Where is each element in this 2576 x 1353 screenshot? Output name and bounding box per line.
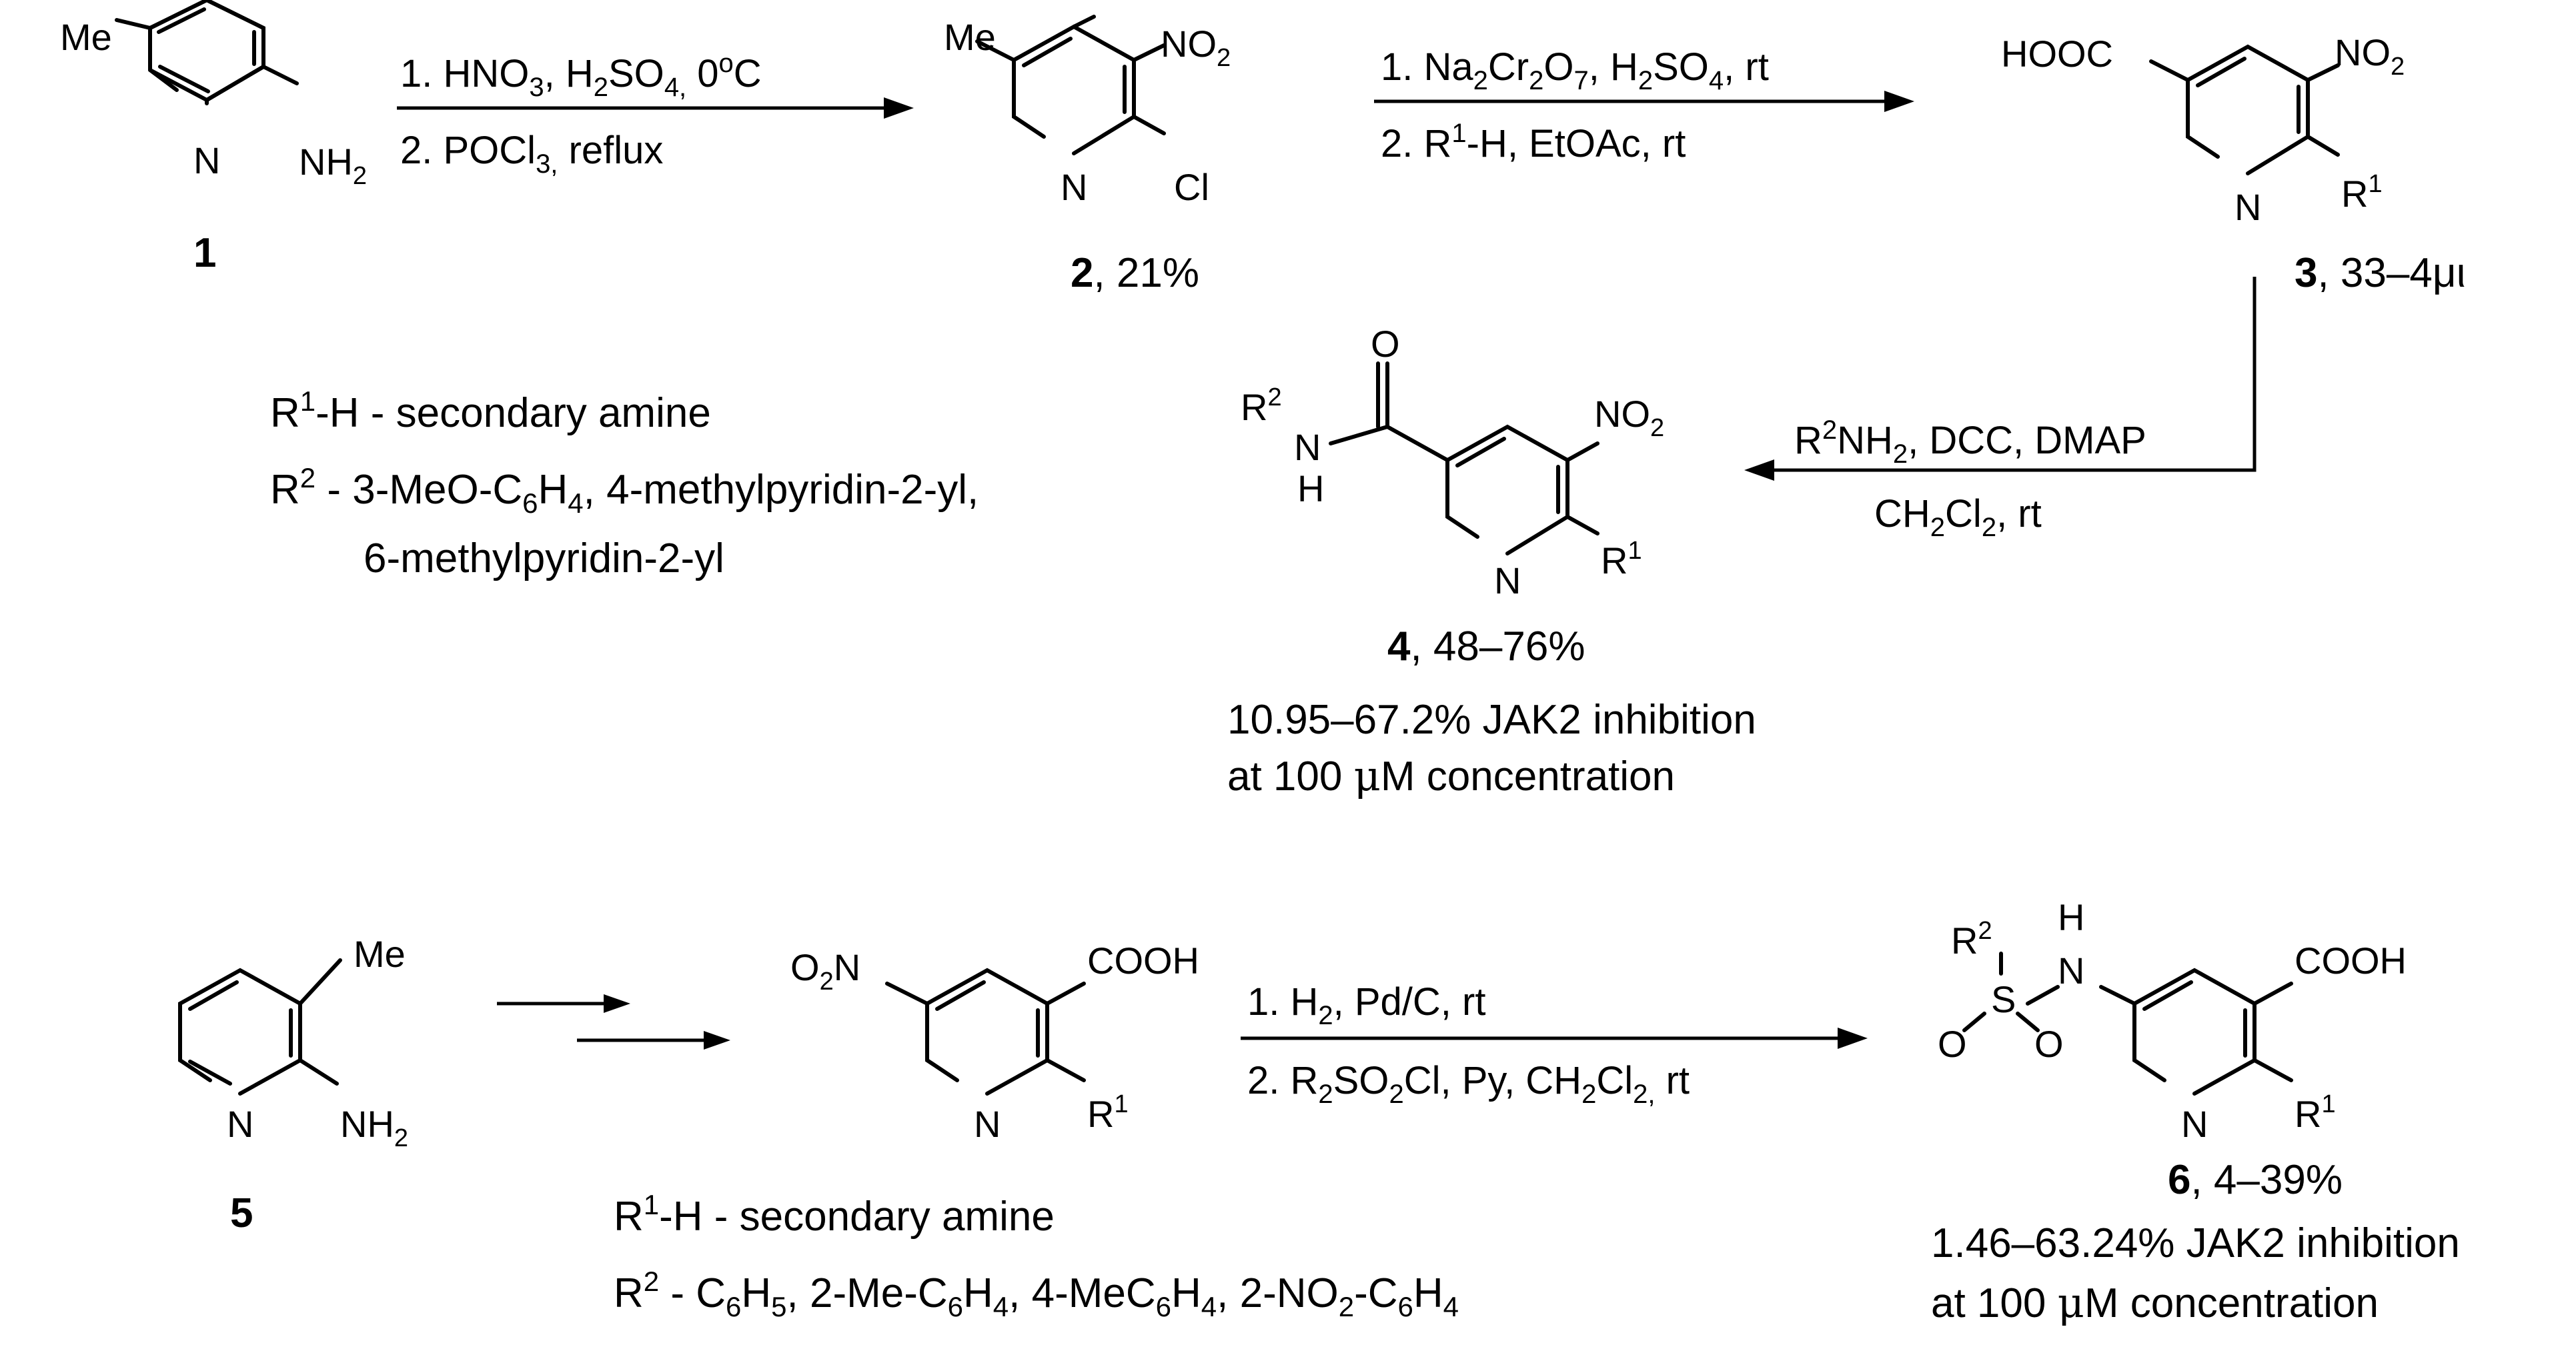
reaction-arrow-1 bbox=[397, 97, 914, 119]
top-note-r2: R2 - 3-MeO-C6H4, 4-methylpyridin-2-yl, bbox=[270, 462, 979, 519]
carboxyl-label: HOOC bbox=[2001, 33, 2113, 75]
r2-substituent-label: R2 bbox=[1241, 383, 1282, 428]
amide-nitrogen-label: N bbox=[1294, 426, 1321, 468]
step-3-condition-1: R2NH2, DCC, DMAP bbox=[1794, 415, 2146, 469]
r2-substituent-label: R2 bbox=[1951, 917, 1992, 962]
sulfonamide-nitrogen-label: N bbox=[2058, 950, 2084, 992]
step-2-condition-1: 1. Na2Cr2O7, H2SO4, rt bbox=[1381, 45, 1769, 95]
nitro-group-label: NO2 bbox=[1594, 393, 1664, 442]
step-2-condition-2: 2. R1-H, EtOAc, rt bbox=[1381, 119, 1686, 165]
top-note-r2-continued: 6-methylpyridin-2-yl bbox=[364, 535, 724, 581]
ring-nitrogen-label: N bbox=[1061, 166, 1087, 208]
r1-substituent-label: R1 bbox=[2341, 170, 2383, 215]
bottom-note-r1: R1-H - secondary amine bbox=[614, 1189, 1055, 1240]
reaction-arrow-2 bbox=[1374, 91, 1914, 112]
r1-substituent-label: R1 bbox=[2295, 1090, 2336, 1135]
amide-hydrogen-label: H bbox=[1297, 467, 1324, 509]
sulfonamide-hydrogen-label: H bbox=[2058, 896, 2084, 938]
chloro-label: Cl bbox=[1174, 166, 1209, 208]
compound-6 bbox=[1962, 952, 2293, 1096]
sulfonyl-oxygen-label: O bbox=[1938, 1023, 1967, 1065]
compound-6-label: 6, 4–39% bbox=[2168, 1157, 2343, 1203]
carboxyl-label: COOH bbox=[2295, 940, 2407, 982]
methyl-label: Me bbox=[354, 933, 406, 975]
top-note-r1: R1-H - secondary amine bbox=[270, 385, 711, 436]
ring-nitrogen-label: N bbox=[974, 1103, 1001, 1145]
compound-2-label: 2, 21% bbox=[1071, 250, 1199, 296]
compound-2 bbox=[975, 15, 1166, 155]
r1-substituent-label: R1 bbox=[1601, 537, 1642, 581]
nitro-group-label: O2N bbox=[790, 946, 860, 996]
nitro-group-label: NO2 bbox=[1161, 23, 1231, 72]
carbonyl-oxygen-label: O bbox=[1371, 323, 1400, 365]
ring-nitrogen-label: N bbox=[1494, 559, 1521, 601]
compound-6-activity-concentration: at 100 μM concentration bbox=[1931, 1278, 2379, 1327]
compound-5 bbox=[178, 958, 342, 1096]
compound-5-number: 5 bbox=[230, 1190, 253, 1236]
reaction-arrow-5 bbox=[1241, 1028, 1868, 1049]
carboxyl-label: COOH bbox=[1087, 940, 1199, 982]
compound-6-activity: 1.46–63.24% JAK2 inhibition bbox=[1931, 1220, 2460, 1266]
compound-3-label: 3, 33–4μι bbox=[2295, 250, 2465, 296]
nitro-group-label: NO2 bbox=[2335, 31, 2405, 81]
bottom-note-r2: R2 - C6H5, 2-Me-C6H4, 4-MeC6H4, 2-NO2-C6… bbox=[614, 1266, 1459, 1322]
compound-4-activity-concentration: at 100 μM concentration bbox=[1227, 752, 1675, 800]
multistep-arrow bbox=[497, 994, 730, 1050]
sulfur-label: S bbox=[1991, 978, 2016, 1020]
amino-group-label: NH2 bbox=[299, 141, 367, 190]
step-5-condition-2: 2. R2SO2Cl, Py, CH2Cl2, rt bbox=[1247, 1059, 1690, 1109]
methyl-label: Me bbox=[944, 16, 996, 58]
r1-substituent-label: R1 bbox=[1087, 1090, 1129, 1135]
ring-nitrogen-label: N bbox=[193, 139, 220, 181]
compound-4-label: 4, 48–76% bbox=[1387, 623, 1585, 669]
ring-nitrogen-label: N bbox=[2234, 186, 2261, 228]
ring-nitrogen-label: N bbox=[227, 1103, 253, 1145]
compound-1 bbox=[115, 0, 299, 105]
step-1-condition-2: 2. POCl3, reflux bbox=[400, 129, 663, 179]
step-5-condition-1: 1. H2, Pd/C, rt bbox=[1247, 980, 1485, 1030]
reaction-arrow-3 bbox=[1744, 277, 2257, 481]
step-1-condition-1: 1. HNO3, H2SO4, 0oC bbox=[400, 49, 762, 102]
amino-group-label: NH2 bbox=[340, 1103, 408, 1152]
step-3-condition-2: CH2Cl2, rt bbox=[1874, 492, 2042, 542]
sulfonyl-oxygen-label: O bbox=[2034, 1023, 2064, 1065]
ring-nitrogen-label: N bbox=[2181, 1103, 2208, 1145]
compound-4 bbox=[1329, 361, 1599, 555]
compound-1-number: 1 bbox=[193, 230, 216, 276]
methyl-label: Me bbox=[60, 16, 112, 58]
compound-4-activity: 10.95–67.2% JAK2 inhibition bbox=[1227, 697, 1756, 743]
compound-3 bbox=[2149, 44, 2340, 175]
nitronicotinic-acid-intermediate bbox=[885, 968, 1086, 1096]
